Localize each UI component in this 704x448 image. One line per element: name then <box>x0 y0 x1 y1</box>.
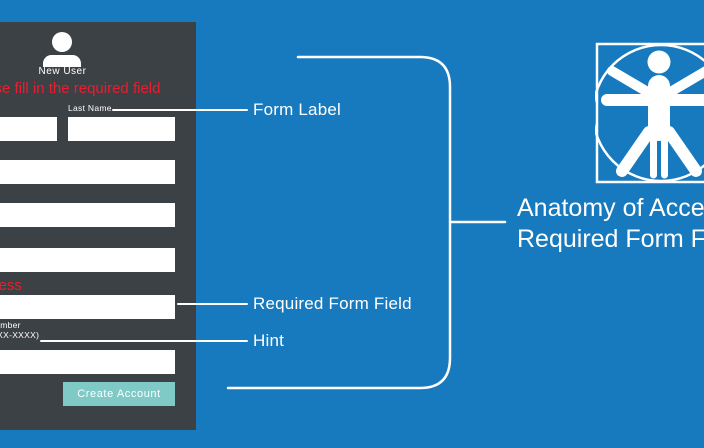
form-label-connector-line <box>112 109 248 111</box>
text-input-3[interactable] <box>0 160 175 184</box>
poster-title: Anatomy of Accessible Required Form Fiel… <box>517 193 704 255</box>
phone-label: Phone Number <box>0 320 21 330</box>
phone-input[interactable] <box>0 350 175 374</box>
last-name-input[interactable] <box>68 117 175 141</box>
email-input[interactable] <box>0 295 175 319</box>
text-input-4[interactable] <box>0 203 175 227</box>
user-icon <box>42 31 82 67</box>
poster-title-line1: Anatomy of Accessible <box>517 194 704 222</box>
create-account-button[interactable]: Create Account <box>63 382 175 406</box>
curly-brace-icon <box>220 40 515 400</box>
text-input-5[interactable] <box>0 248 175 272</box>
callout-hint: Hint <box>253 331 285 350</box>
form-error-message: Please fill in the required field <box>0 80 161 97</box>
first-name-input[interactable] <box>0 117 57 141</box>
callout-required-form-field: Required Form Field <box>253 294 412 313</box>
form-title: New User <box>38 66 87 77</box>
hint-connector-line <box>40 340 248 342</box>
poster-title-line2: Required Form Field <box>517 225 704 253</box>
required-field-connector-line <box>177 303 248 305</box>
phone-hint-text: (XXX-XXX-XXXX) <box>0 330 40 340</box>
email-required-label: Email Address <box>0 277 22 294</box>
last-name-label: Last Name <box>68 103 112 113</box>
callout-form-label: Form Label <box>253 100 341 119</box>
new-user-form-panel: New User Please fill in the required fie… <box>0 22 196 430</box>
vitruvian-man-icon <box>591 42 704 184</box>
